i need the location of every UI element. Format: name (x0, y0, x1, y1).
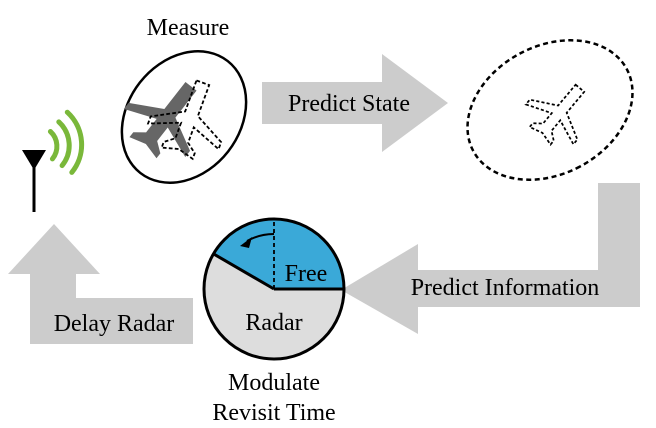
radar-label: Radar (245, 310, 302, 336)
delay-radar-label: Delay Radar (54, 311, 175, 337)
delay-radar-arrow (8, 224, 193, 344)
modulate-label-line1: Modulate (228, 370, 320, 396)
predict-state-label: Predict State (288, 91, 410, 117)
predict-state-arrow (262, 54, 448, 152)
signal-waves-icon (47, 109, 85, 175)
measure-ellipse (120, 50, 248, 184)
predicted-ellipse (466, 39, 634, 181)
predict-information-arrow (341, 183, 640, 334)
measure-label: Measure (147, 15, 230, 41)
modulate-label-line2: Revisit Time (212, 400, 335, 426)
revisit-time-pie (202, 217, 346, 361)
predict-information-label: Predict Information (411, 275, 600, 301)
antenna-icon (22, 150, 46, 212)
free-label: Free (285, 261, 328, 287)
airplane-dashed-icon (515, 67, 605, 157)
curved-arrow-icon (240, 232, 275, 248)
